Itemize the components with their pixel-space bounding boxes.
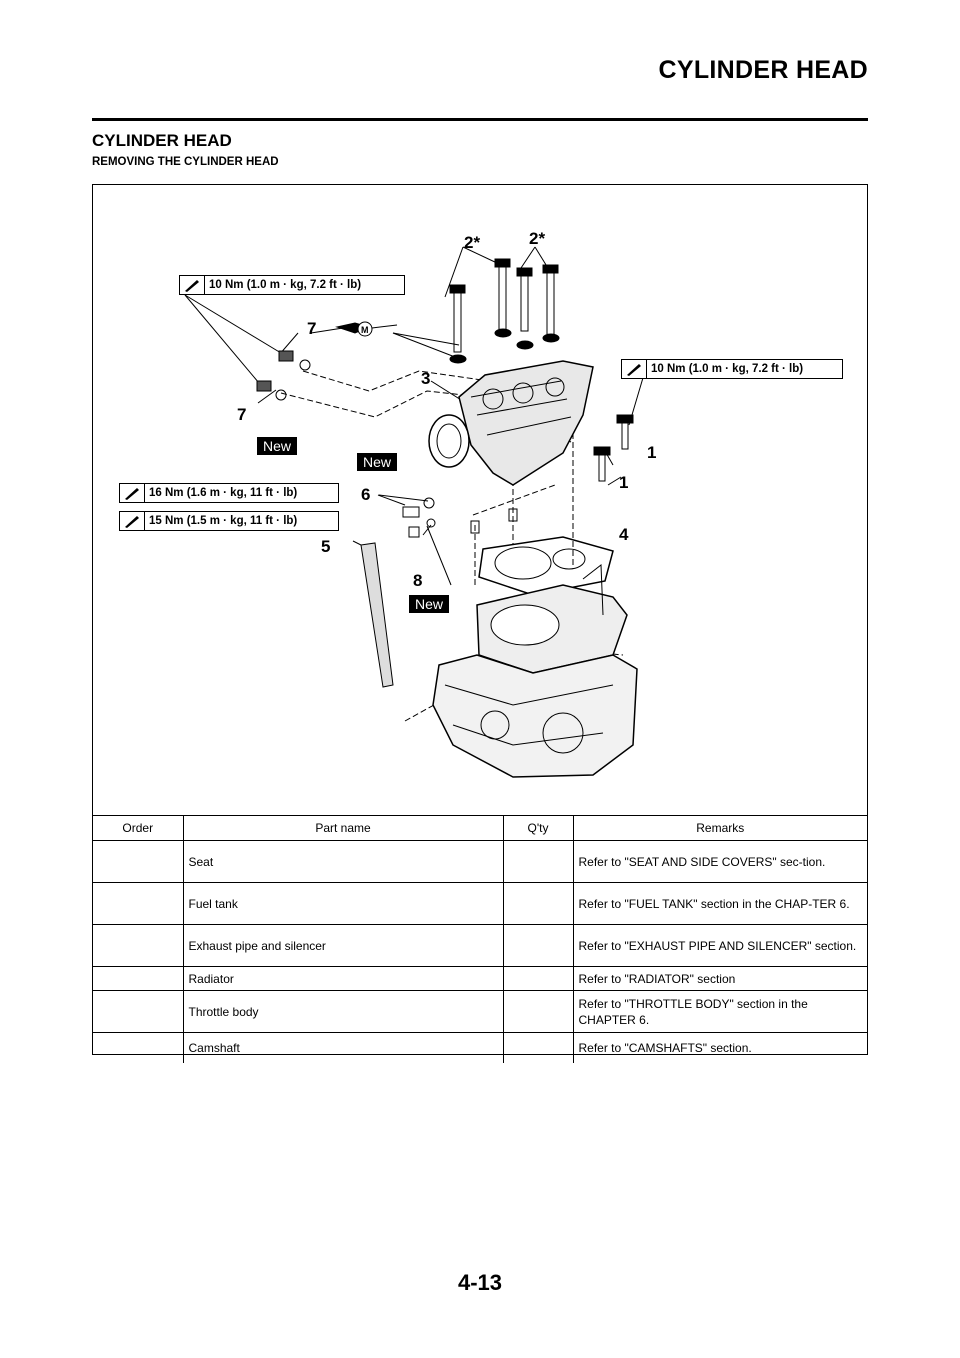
cell-remarks: Refer to "FUEL TANK" section in the CHAP… [572, 882, 867, 925]
cell-order [93, 990, 183, 1033]
cell-part-name: Camshaft [182, 1032, 503, 1063]
torque-wrench-icon [120, 512, 145, 530]
callout-number: 2* [464, 233, 481, 252]
callout-number: 7 [307, 319, 317, 338]
cell-part-name: Seat [182, 840, 503, 883]
torque-spec-label: 10 Nm (1.0 m · kg, 7.2 ft · lb) [179, 275, 405, 295]
new-part-badge: New [257, 437, 298, 455]
svg-text:M: M [361, 325, 369, 335]
col-header-order: Order [93, 815, 183, 841]
table-row: Camshaft Refer to "CAMSHAFTS" section. [93, 1032, 867, 1063]
page-number: 4-13 [457, 1270, 503, 1295]
table-row: Exhaust pipe and silencer Refer to "EXHA… [93, 924, 867, 967]
cell-remarks: Refer to "SEAT AND SIDE COVERS" sec-tion… [572, 840, 867, 883]
col-header-remarks: Remarks [572, 815, 867, 841]
cell-part-name: Radiator [182, 966, 503, 991]
cell-qty [502, 966, 573, 991]
cell-qty [502, 990, 573, 1033]
table-row: Fuel tank Refer to "FUEL TANK" section i… [93, 882, 867, 925]
cell-remarks: Refer to "RADIATOR" section [572, 966, 867, 991]
cell-order [93, 1032, 183, 1063]
callout-number: 3 [421, 369, 431, 388]
header-rule [92, 118, 868, 121]
callout-number: 2* [529, 229, 546, 248]
cell-order [93, 966, 183, 991]
torque-spec-label: 16 Nm (1.6 m · kg, 11 ft · lb) [119, 483, 339, 503]
cell-order [93, 840, 183, 883]
callout-number: 7 [237, 405, 247, 424]
section-subtitle: REMOVING THE CYLINDER HEAD [92, 156, 279, 168]
callout-number: 6 [361, 485, 371, 504]
callout-number: 1 [647, 443, 657, 462]
figure-frame: M 10 Nm (1.0 m · kg, 7.2 ft · lb) 10 Nm … [92, 184, 868, 1063]
callout-number: 1 [619, 473, 629, 492]
col-header-qty: Q'ty [502, 815, 573, 841]
table-row: Seat Refer to "SEAT AND SIDE COVERS" sec… [93, 840, 867, 883]
callout-number: 4 [619, 525, 629, 544]
callout-number: 8 [413, 571, 423, 590]
callout-number: 5 [321, 537, 331, 556]
cell-part-name: Throttle body [182, 990, 503, 1033]
cell-qty [502, 882, 573, 925]
parts-table: Order Part name Q'ty Remarks Seat Refer … [93, 815, 867, 1063]
cell-remarks: Refer to "THROTTLE BODY" section in the … [572, 990, 867, 1033]
cell-order [93, 924, 183, 967]
table-row: Throttle body Refer to "THROTTLE BODY" s… [93, 990, 867, 1033]
exploded-view-diagram: M [184, 246, 646, 778]
new-part-badge: New [409, 595, 450, 613]
new-part-badge: New [357, 453, 398, 471]
torque-wrench-icon [622, 360, 647, 378]
section-title: CYLINDER HEAD [92, 131, 232, 150]
page-header-title: CYLINDER HEAD [658, 56, 868, 84]
table-row: Radiator Refer to "RADIATOR" section [93, 966, 867, 991]
torque-spec-label: 15 Nm (1.5 m · kg, 11 ft · lb) [119, 511, 339, 531]
cell-remarks: Refer to "CAMSHAFTS" section. [572, 1032, 867, 1063]
cell-qty [502, 924, 573, 967]
cell-part-name: Exhaust pipe and silencer [182, 924, 503, 967]
cell-qty [502, 1032, 573, 1063]
col-header-part-name: Part name [182, 815, 503, 841]
table-header-row: Order Part name Q'ty Remarks [93, 815, 867, 841]
torque-spec-label: 10 Nm (1.0 m · kg, 7.2 ft · lb) [621, 359, 843, 379]
cell-qty [502, 840, 573, 883]
cell-order [93, 882, 183, 925]
cell-remarks: Refer to "EXHAUST PIPE AND SILENCER" sec… [572, 924, 867, 967]
cell-part-name: Fuel tank [182, 882, 503, 925]
torque-wrench-icon [120, 484, 145, 502]
torque-wrench-icon [180, 276, 205, 294]
